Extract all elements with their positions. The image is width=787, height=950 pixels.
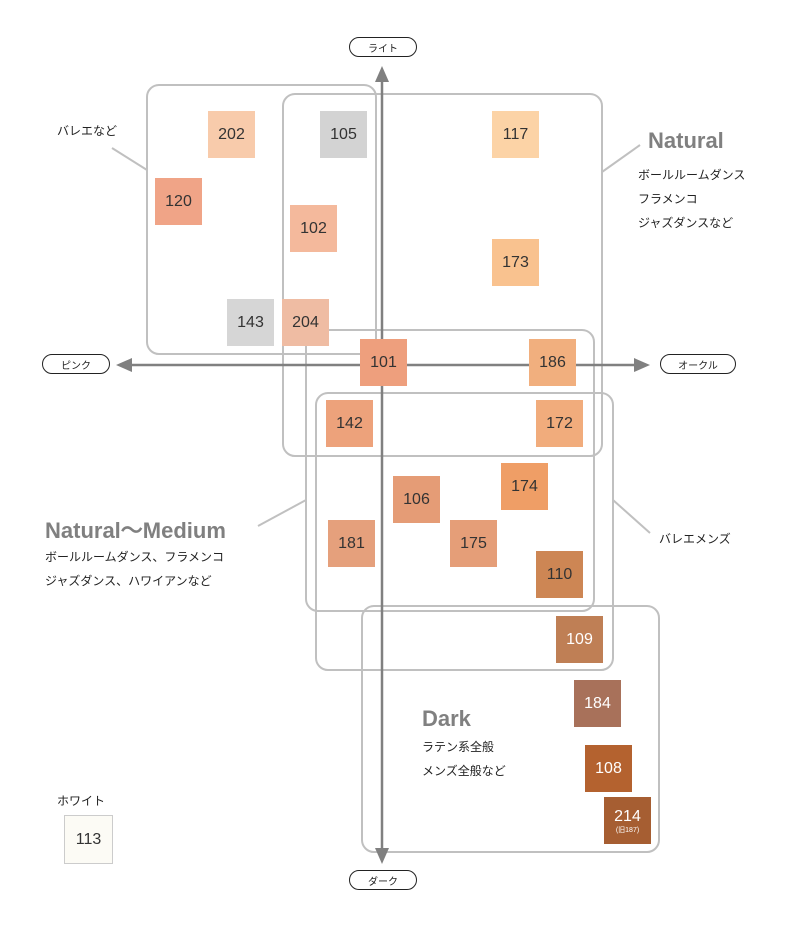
swatch-172: 172 [536,400,583,447]
dark-line: メンズ全般など [422,764,506,778]
swatch-code: 184 [584,694,611,712]
swatch-code: 181 [338,534,365,552]
swatch-former-code: (旧187) [615,826,640,834]
dark-line: ラテン系全般 [422,740,495,754]
swatch-code: 186 [539,353,566,371]
ballet-frame [146,84,377,355]
swatch-117: 117 [492,111,539,158]
swatch-175: 175 [450,520,497,567]
dark-frame [361,605,660,853]
swatch-code: 143 [237,313,264,331]
axis-label-dark: ダーク [349,870,417,890]
swatch-186: 186 [529,339,576,386]
arrow-up-icon [375,66,389,82]
arrow-right-icon [634,358,650,372]
natural-medium-title: Natural〜Medium [45,518,226,543]
natural-medium-leader [257,499,307,527]
swatch-106: 106 [393,476,440,523]
swatch-code: 174 [511,477,538,495]
swatch-code: 117 [502,125,529,143]
white-label: ホワイト [57,794,106,808]
natural-line: ジャズダンスなど [638,216,734,230]
swatch-code: 120 [165,192,192,210]
swatch-code: 175 [460,534,487,552]
swatch-code: 108 [595,759,622,777]
ballet-leader [111,147,148,171]
swatch-code: 109 [566,630,593,648]
arrow-down-icon [375,848,389,864]
swatch-code: 101 [370,353,397,371]
ballet-mens-label: バレエメンズ [659,532,731,546]
axis-label-pink: ピンク [42,354,110,374]
swatch-code: 202 [218,125,245,143]
swatch-142: 142 [326,400,373,447]
swatch-102: 102 [290,205,337,252]
natural-line: ボールルームダンス [638,168,746,182]
swatch-109: 109 [556,616,603,663]
swatch-181: 181 [328,520,375,567]
swatch-174: 174 [501,463,548,510]
swatch-108: 108 [585,745,632,792]
natural-title: Natural [648,128,724,153]
swatch-110: 110 [536,551,583,598]
swatch-113: 113 [64,815,113,864]
dark-title: Dark [422,706,471,731]
swatch-204: 204 [282,299,329,346]
swatch-code: 110 [546,565,573,583]
natural-leader [601,144,641,173]
axis-label-light: ライト [349,37,417,57]
ballet-mens-leader [612,499,651,534]
swatch-code: 113 [75,830,102,848]
arrow-left-icon [116,358,132,372]
swatch-code: 102 [300,219,327,237]
natural-frame [282,93,603,457]
swatch-143: 143 [227,299,274,346]
swatch-code: 204 [292,313,319,331]
swatch-105: 105 [320,111,367,158]
swatch-202: 202 [208,111,255,158]
swatch-code: 106 [403,490,430,508]
ballet-label: バレエなど [57,124,118,138]
swatch-101: 101 [360,339,407,386]
swatch-214: 214(旧187) [604,797,651,844]
swatch-code: 142 [336,414,363,432]
swatch-code: 173 [502,253,529,271]
natural-medium-line: ジャズダンス、ハワイアンなど [45,574,212,588]
natural-line: フラメンコ [638,192,698,206]
swatch-code: 105 [330,125,357,143]
swatch-120: 120 [155,178,202,225]
swatch-code: 172 [546,414,573,432]
natural-medium-line: ボールルームダンス、フラメンコ [45,550,225,564]
swatch-173: 173 [492,239,539,286]
natural-medium-frame [305,329,595,612]
swatch-code: 214 [614,807,641,825]
swatch-184: 184 [574,680,621,727]
ballet-mens-frame [315,392,614,671]
axis-label-ochre: オークル [660,354,736,374]
